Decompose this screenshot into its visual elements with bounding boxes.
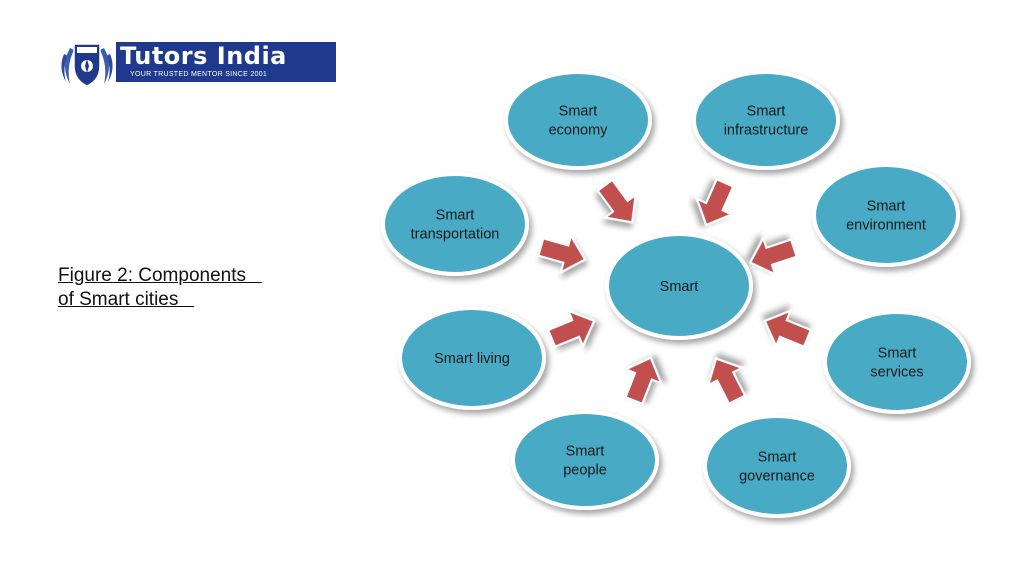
tutors-india-logo: Tutors India YOUR TRUSTED MENTOR SINCE 2… <box>56 40 336 88</box>
smart-economy-arrow-icon <box>596 178 637 224</box>
node-smart-people-circle <box>511 410 659 510</box>
smart-services-arrow-icon <box>763 309 813 349</box>
node-smart-services-label: Smart services <box>870 346 923 381</box>
node-smart-economy-label-line: economy <box>549 123 609 139</box>
caption-line-2: of Smart cities <box>58 289 195 310</box>
node-smart-governance-circle <box>703 414 851 518</box>
laurel-shield-icon <box>61 43 113 87</box>
node-smart-infrastructure-circle <box>692 70 840 170</box>
logo-banner <box>116 42 336 82</box>
smart-transportation-arrow-icon <box>537 233 587 275</box>
node-smart-transportation-label-line: Smart <box>436 208 475 224</box>
node-smart-environment-label: Smart environment <box>846 199 926 234</box>
node-smart-transportation: Smart transportation <box>381 172 529 276</box>
node-smart-people-label-line: people <box>563 463 607 479</box>
node-smart-economy-circle <box>504 70 652 170</box>
node-smart-governance-label-line: governance <box>739 469 815 485</box>
node-smart-living-label-line: Smart living <box>434 351 510 367</box>
center-node-label: Smart <box>660 279 699 295</box>
node-smart-living-circle <box>398 306 546 410</box>
logo-name: Tutors India <box>120 42 287 70</box>
node-smart-living: Smart living <box>398 306 546 410</box>
node-smart-services: Smart services <box>823 310 971 414</box>
figure-caption: Figure 2: Components of Smart cities <box>58 264 318 312</box>
node-smart-governance: Smart governance <box>703 414 851 518</box>
node-smart-services-circle <box>823 310 971 414</box>
node-smart-people-label: Smart people <box>563 444 607 479</box>
node-smart-infrastructure-label-line: infrastructure <box>724 123 809 139</box>
node-smart-environment-label-line: Smart <box>867 199 906 215</box>
node-smart-people: Smart people <box>511 410 659 510</box>
center-node-label-line: Smart <box>660 279 699 295</box>
node-smart-governance-label-line: Smart <box>758 450 797 466</box>
logo-tagline: YOUR TRUSTED MENTOR SINCE 2001 <box>130 71 268 78</box>
node-smart-services-label-line: services <box>870 365 923 381</box>
node-smart-infrastructure-label-line: Smart <box>747 104 786 120</box>
arrow-layer <box>537 177 813 406</box>
center-node-circle <box>605 232 753 340</box>
smart-living-arrow-icon <box>546 309 596 349</box>
center-node: Smart <box>605 232 753 340</box>
node-smart-transportation-label: Smart transportation <box>411 208 500 243</box>
node-smart-services-label-line: Smart <box>878 346 917 362</box>
node-smart-people-label-line: Smart <box>566 444 605 460</box>
node-smart-infrastructure: Smart infrastructure <box>692 70 840 170</box>
node-smart-economy: Smart economy <box>504 70 652 170</box>
node-smart-living-label: Smart living <box>434 351 510 367</box>
node-smart-economy-label-line: Smart <box>559 104 598 120</box>
node-smart-environment-label-line: environment <box>846 218 926 234</box>
smart-environment-arrow-icon <box>748 235 798 277</box>
node-smart-governance-label: Smart governance <box>739 450 815 485</box>
node-smart-transportation-label-line: transportation <box>411 227 500 243</box>
caption-line-1: Figure 2: Components <box>58 265 262 286</box>
node-smart-infrastructure-label: Smart infrastructure <box>724 104 809 139</box>
node-smart-transportation-circle <box>381 172 529 276</box>
node-smart-environment: Smart environment <box>812 163 960 267</box>
node-smart-economy-label: Smart economy <box>549 104 609 139</box>
smart-governance-arrow-icon <box>706 357 747 406</box>
smart-people-arrow-icon <box>623 356 663 406</box>
smart-infrastructure-arrow-icon <box>695 177 735 227</box>
node-smart-environment-circle <box>812 163 960 267</box>
